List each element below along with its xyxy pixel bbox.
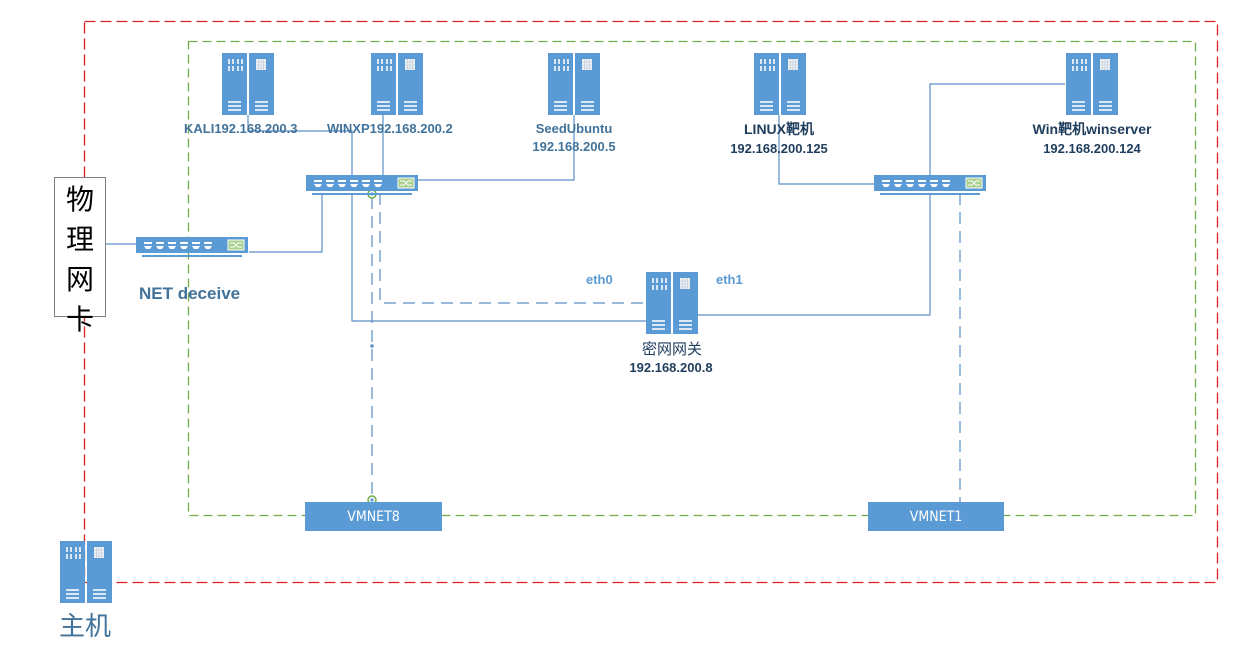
switch-icon[interactable] bbox=[135, 236, 249, 257]
link-switch-left-gateway-dashed bbox=[379, 193, 647, 304]
server-icon[interactable] bbox=[753, 52, 807, 116]
physical-nic-char: 理 bbox=[65, 223, 94, 256]
physical-nic-card[interactable]: 物 理 网 卡 bbox=[54, 177, 106, 336]
link-win-switch-right bbox=[929, 83, 1065, 176]
host-machine-label: 主机 bbox=[59, 612, 112, 642]
gateway-label: 密网网关 bbox=[641, 341, 702, 358]
physical-nic-char: 卡 bbox=[65, 303, 94, 336]
link-linux-switch-right bbox=[778, 115, 875, 185]
server-ip-linux-target: 192.168.200.125 bbox=[730, 141, 828, 156]
server-icon[interactable] bbox=[645, 271, 699, 335]
server-icon[interactable] bbox=[370, 52, 424, 116]
dashed-links bbox=[371, 193, 961, 503]
server-label-linux-target: LINUX靶机 bbox=[744, 121, 814, 137]
link-net-switch-left bbox=[249, 193, 323, 253]
server-icon[interactable] bbox=[59, 540, 113, 604]
physical-nic-char: 网 bbox=[65, 263, 94, 296]
junction-dot bbox=[370, 344, 374, 348]
vmnet1-box[interactable]: VMNET1 bbox=[868, 502, 1004, 531]
server-icon[interactable] bbox=[1065, 52, 1119, 116]
server-label-win-target: Win靶机winserver bbox=[1032, 121, 1152, 137]
server-icon[interactable] bbox=[547, 52, 601, 116]
link-kali-switch-left bbox=[247, 115, 353, 176]
gateway-interface-eth0: eth0 bbox=[586, 272, 613, 287]
gateway-interface-eth1: eth1 bbox=[716, 272, 743, 287]
net-device-label: NET deceive bbox=[139, 284, 241, 303]
server-ip-win-target: 192.168.200.124 bbox=[1043, 141, 1141, 156]
virtual-network-boundary bbox=[187, 40, 1197, 517]
server-label-seedubuntu: SeedUbuntu bbox=[535, 121, 613, 136]
link-switch-left-gateway bbox=[351, 193, 647, 322]
switch-icon[interactable] bbox=[305, 174, 419, 195]
gateway-ip: 192.168.200.8 bbox=[629, 360, 713, 375]
server-icon[interactable] bbox=[221, 52, 275, 116]
switch-icon[interactable] bbox=[873, 174, 987, 195]
server-ip-seedubuntu: 192.168.200.5 bbox=[532, 139, 616, 154]
link-gateway-switch-right bbox=[698, 193, 931, 316]
links bbox=[105, 83, 1065, 322]
vmnet8-box[interactable]: VMNET8 bbox=[305, 502, 442, 531]
server-label-winxp: WINXP192.168.200.2 bbox=[327, 121, 453, 136]
server-label-kali: KALI192.168.200.3 bbox=[184, 121, 298, 136]
physical-nic-char: 物 bbox=[65, 183, 94, 216]
link-seed-switch-left bbox=[397, 115, 575, 181]
